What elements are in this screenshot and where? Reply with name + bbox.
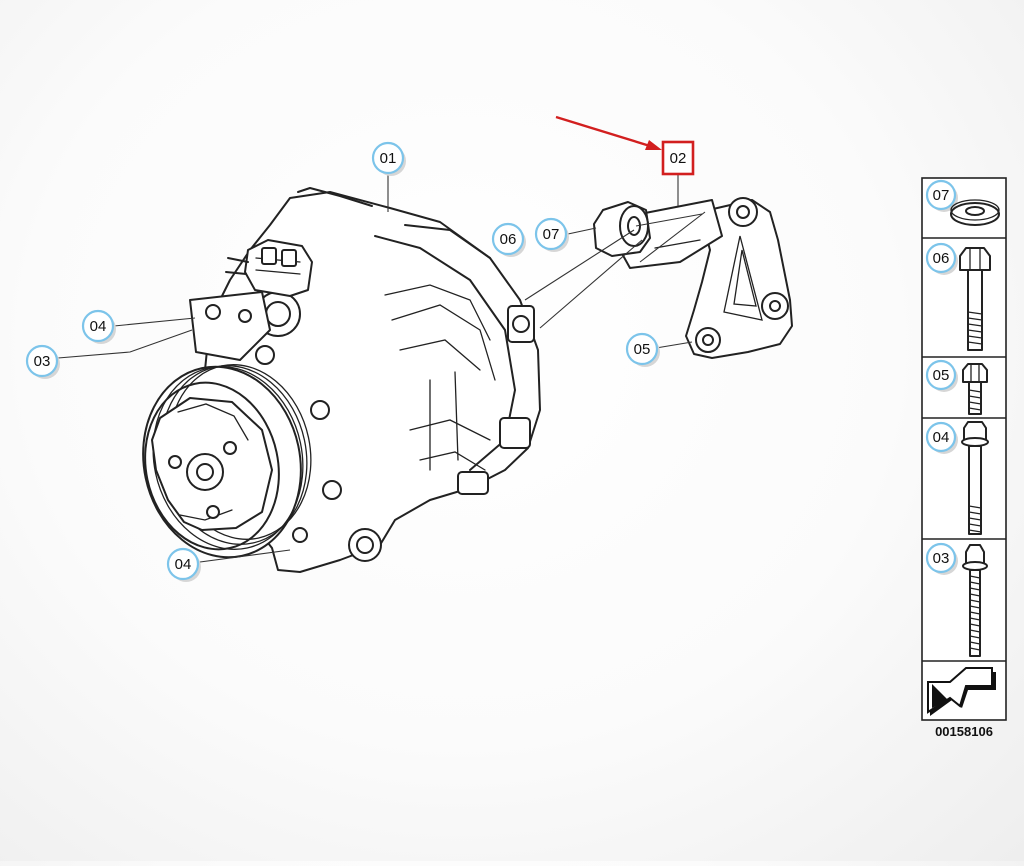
legend-item-03-label: 03: [933, 550, 950, 567]
callout-02-label: 02: [670, 150, 687, 167]
callout-04-bottom: 04: [166, 547, 201, 582]
legend-item-03: 03: [925, 542, 988, 657]
long-flange-bolt-icon: [961, 421, 989, 535]
assembly-lines: [524, 211, 706, 329]
callout-02-highlighted: 02: [661, 140, 695, 176]
legend-item-05: 05: [925, 359, 988, 415]
stud-bolt-icon: [962, 544, 988, 657]
diagram-number: 00158106: [935, 724, 993, 739]
callout-05: 05: [625, 332, 660, 367]
legend-item-07-label: 07: [933, 187, 950, 204]
legend-item-06: 06: [925, 242, 991, 351]
electrical-connector: [225, 239, 313, 297]
callout-01-label: 01: [380, 150, 397, 167]
mounting-bracket: [619, 197, 793, 359]
arrow-icon: [927, 667, 996, 716]
washer-icon: [950, 199, 1000, 226]
callout-05-label: 05: [634, 341, 651, 358]
short-hex-bolt-icon: [962, 363, 988, 415]
legend-item-07: 07: [925, 179, 1000, 226]
clutch-pulley: [142, 364, 312, 559]
mounting-ear: [189, 291, 271, 361]
red-arrow-icon: [555, 115, 662, 150]
legend-item-05-label: 05: [933, 367, 950, 384]
callout-06: 06: [491, 222, 526, 257]
long-hex-bolt-icon: [959, 247, 991, 351]
legend-item-04-label: 04: [933, 429, 950, 446]
callout-06-label: 06: [500, 231, 517, 248]
callout-04-bottom-label: 04: [175, 556, 192, 573]
callout-leaders: [57, 174, 693, 563]
callout-04-left: 04: [81, 309, 116, 344]
rubber-bushing: [593, 201, 651, 257]
callout-07: 07: [534, 217, 569, 252]
callout-04-left-label: 04: [90, 318, 107, 335]
callout-01: 01: [371, 141, 406, 176]
callout-03-left-label: 03: [34, 353, 51, 370]
legend-item-06-label: 06: [933, 250, 950, 267]
legend-item-04: 04: [925, 421, 989, 535]
callout-03-left: 03: [25, 344, 60, 379]
callout-07-label: 07: [543, 226, 560, 243]
